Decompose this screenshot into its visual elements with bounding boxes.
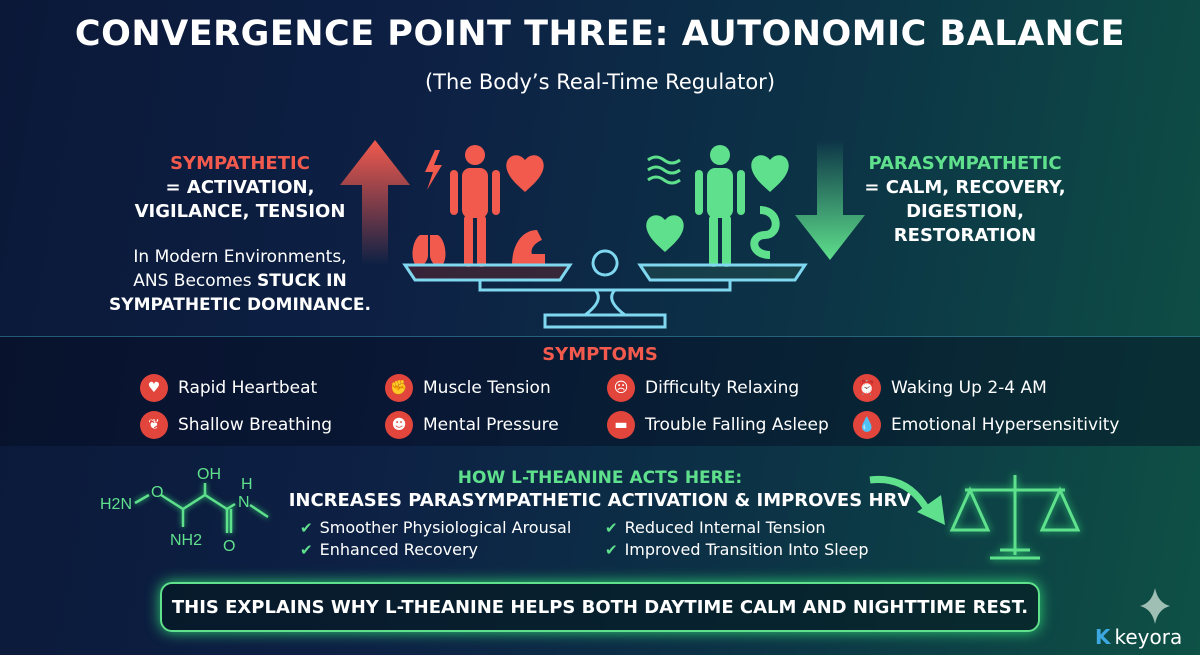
lungs-icon: ❦ [140, 411, 168, 439]
page-title: CONVERGENCE POINT THREE: AUTONOMIC BALAN… [74, 14, 1126, 54]
symptom-item: ⏰ Waking Up 2-4 AM [853, 374, 1047, 402]
page-subtitle: (The Body’s Real-Time Regulator) [424, 70, 776, 94]
note-emphasis: SYMPATHETIC DOMINANCE. [109, 295, 371, 315]
sympathetic-definition: SYMPATHETIC = ACTIVATION, VIGILANCE, TEN… [95, 152, 385, 224]
theanine-subheading: INCREASES PARASYMPATHETIC ACTIVATION & I… [288, 490, 912, 511]
benefit-label: Reduced Internal Tension [624, 518, 826, 537]
o-label: O [151, 484, 163, 501]
theanine-heading: HOW L-THEANINE ACTS HERE: [457, 468, 743, 488]
keyora-logo: K keyora [1095, 625, 1182, 649]
benefit-item: ✔ Smoother Physiological Arousal [300, 518, 571, 537]
keyora-k-icon: K [1095, 625, 1111, 649]
logo-text: keyora [1114, 625, 1183, 649]
sympathetic-line: VIGILANCE, TENSION [134, 201, 346, 222]
note-text: ANS Becomes [133, 271, 257, 291]
symptom-item: ❦ Shallow Breathing [140, 411, 332, 439]
n-label: N [238, 494, 250, 511]
heart-pulse-icon: ♥ [140, 374, 168, 402]
balance-scale-icon [949, 475, 1081, 560]
head-brain-icon: ☻ [385, 411, 413, 439]
h2n-label: H2N [100, 496, 132, 513]
h-label: H [241, 476, 253, 493]
alarm-clock-icon: ⏰ [853, 374, 881, 402]
modern-environment-note: In Modern Environments, ANS Becomes STUC… [95, 245, 385, 317]
red-body-figure-icon [412, 145, 545, 267]
nh2-label: NH2 [170, 532, 202, 549]
sympathetic-line: = ACTIVATION, [165, 177, 315, 198]
benefit-label: Improved Transition Into Sleep [624, 540, 869, 559]
benefit-item: ✔ Enhanced Recovery [300, 540, 478, 559]
benefit-label: Enhanced Recovery [319, 540, 478, 559]
symptom-label: Rapid Heartbeat [178, 378, 318, 398]
curved-arrow-and-balance [869, 475, 1081, 560]
benefit-label: Smoother Physiological Arousal [319, 518, 572, 537]
green-body-figure-icon [646, 145, 789, 267]
down-arrow-icon [795, 140, 865, 260]
symptom-label: Waking Up 2-4 AM [891, 378, 1047, 398]
symptoms-band [0, 336, 1200, 446]
parasympathetic-label: PARASYMPATHETIC [868, 153, 1062, 174]
benefit-item: ✔ Improved Transition Into Sleep [605, 540, 869, 559]
symptom-label: Trouble Falling Asleep [645, 415, 829, 435]
symptom-item: ☹ Difficulty Relaxing [607, 374, 799, 402]
symptom-item: ☻ Mental Pressure [385, 411, 559, 439]
symptoms-title: SYMPTOMS [542, 344, 658, 365]
symptom-label: Difficulty Relaxing [645, 378, 800, 398]
parasympathetic-line: RESTORATION [893, 225, 1037, 246]
symptom-item: ♥ Rapid Heartbeat [140, 374, 317, 402]
symptom-label: Muscle Tension [423, 378, 551, 398]
symptom-item: 💧 Emotional Hypersensitivity [853, 411, 1119, 439]
symptom-item: ✊ Muscle Tension [385, 374, 551, 402]
note-emphasis: STUCK IN [256, 271, 347, 291]
scale-pans [402, 249, 808, 329]
bed-icon: ▬ [607, 411, 635, 439]
conclusion-banner: THIS EXPLAINS WHY L-THEANINE HELPS BOTH … [160, 582, 1040, 632]
note-line: In Modern Environments, [133, 247, 347, 267]
carbonyl-o-label: O [223, 538, 235, 555]
stressed-person-icon: ☹ [607, 374, 635, 402]
parasympathetic-line: DIGESTION, [906, 201, 1024, 222]
check-circle-icon: ✔ [605, 540, 618, 559]
muscle-icon: ✊ [385, 374, 413, 402]
autonomic-balance-scale [340, 140, 865, 329]
symptom-label: Emotional Hypersensitivity [891, 415, 1120, 435]
symptom-label: Mental Pressure [423, 415, 559, 435]
oh-label: OH [197, 466, 221, 483]
parasympathetic-definition: PARASYMPATHETIC = CALM, RECOVERY, DIGEST… [840, 152, 1090, 248]
sparkle-icon [1140, 588, 1170, 624]
parasympathetic-line: = CALM, RECOVERY, [864, 177, 1066, 198]
symptom-item: ▬ Trouble Falling Asleep [607, 411, 829, 439]
check-circle-icon: ✔ [300, 518, 313, 537]
l-theanine-molecule: OH H2N O NH2 N H O [100, 466, 269, 555]
benefit-item: ✔ Reduced Internal Tension [605, 518, 826, 537]
check-circle-icon: ✔ [300, 540, 313, 559]
curved-arrow-icon [869, 475, 945, 525]
drop-icon: 💧 [853, 411, 881, 439]
check-circle-icon: ✔ [605, 518, 618, 537]
symptom-label: Shallow Breathing [178, 415, 333, 435]
up-arrow-icon [340, 140, 410, 265]
sympathetic-label: SYMPATHETIC [170, 153, 310, 174]
